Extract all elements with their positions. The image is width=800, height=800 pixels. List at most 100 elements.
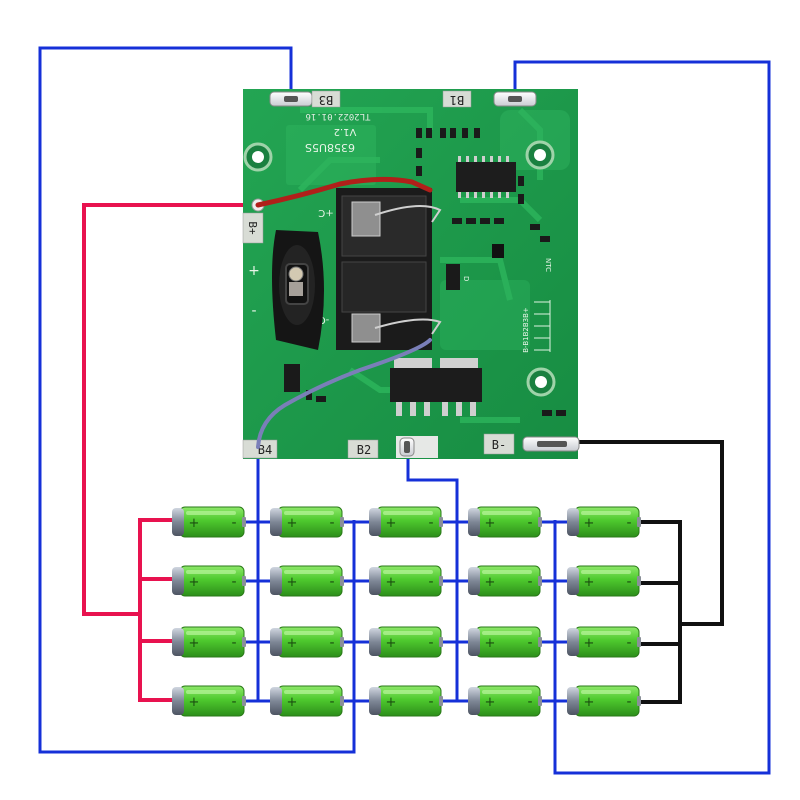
cell-highlight — [383, 690, 433, 694]
battery-cell: +- — [172, 506, 246, 538]
cell-terminal — [439, 576, 443, 586]
wire-black-bus — [640, 520, 682, 704]
cell-highlight — [383, 570, 433, 574]
row-links — [242, 520, 569, 703]
battery-cell: +- — [270, 626, 344, 658]
battery-cell: +- — [369, 565, 443, 597]
silk-minus: - — [251, 303, 256, 319]
cell-minus-sign: - — [231, 635, 236, 651]
cell-cap — [369, 508, 381, 536]
cell-cap — [468, 628, 480, 656]
silk-model: 6358U5S — [305, 141, 355, 154]
cell-terminal — [242, 696, 246, 706]
cell-highlight — [186, 631, 236, 635]
pad-b1-label: B1 — [450, 93, 464, 107]
smd-components — [284, 128, 566, 416]
cell-minus-sign: - — [527, 574, 532, 590]
cell-plus-sign: + — [386, 695, 397, 710]
cell-minus-sign: - — [527, 694, 532, 710]
battery-cells: +-+-+-+-+-+-+-+-+-+-+-+-+-+-+-+-+-+-+-+- — [172, 506, 641, 717]
cell-plus-sign: + — [485, 695, 496, 710]
cell-highlight — [284, 511, 334, 515]
battery-cell: +- — [172, 565, 246, 597]
cell-minus-sign: - — [626, 635, 631, 651]
cell-highlight — [482, 511, 532, 515]
silk-plus-c: +C — [318, 207, 333, 218]
cell-cap — [567, 567, 579, 595]
battery-cell: +- — [468, 626, 542, 658]
cell-terminal — [637, 637, 641, 647]
cell-highlight — [581, 570, 631, 574]
cell-minus-sign: - — [428, 635, 433, 651]
cell-terminal — [538, 517, 542, 527]
cell-minus-sign: - — [231, 515, 236, 531]
cell-highlight — [383, 631, 433, 635]
pad-b2-label: B2 — [357, 443, 371, 457]
cell-terminal — [340, 517, 344, 527]
cell-cap — [468, 567, 480, 595]
battery-cell: +- — [468, 506, 542, 538]
cell-terminal — [538, 637, 542, 647]
cell-cap — [567, 687, 579, 715]
pad-b-minus-label: B- — [492, 438, 506, 452]
cell-plus-sign: + — [287, 575, 298, 590]
mosfet-2 — [436, 358, 482, 416]
battery-cell: +- — [270, 685, 344, 717]
pad-b2: B2 — [347, 436, 438, 459]
cell-minus-sign: - — [428, 515, 433, 531]
cell-minus-sign: - — [329, 635, 334, 651]
cell-terminal — [439, 637, 443, 647]
cell-terminal — [637, 517, 641, 527]
cell-minus-sign: - — [626, 694, 631, 710]
cell-minus-sign: - — [428, 694, 433, 710]
silk-ntc: NTC — [544, 258, 552, 272]
pad-b4: B4 — [242, 439, 278, 459]
wire-red-bus — [138, 518, 172, 702]
cell-plus-sign: + — [189, 636, 200, 651]
cell-terminal — [242, 576, 246, 586]
silk-right-tick-marks — [534, 300, 551, 352]
cell-minus-sign: - — [231, 574, 236, 590]
cell-terminal — [340, 576, 344, 586]
silk-date: TL2022.01.16 — [305, 111, 370, 121]
cell-cap — [369, 567, 381, 595]
battery-cell: +- — [369, 506, 443, 538]
battery-cell: +- — [172, 626, 246, 658]
wire-b-minus — [577, 440, 724, 626]
silk-minus-c: -C — [319, 314, 330, 325]
cell-cap — [172, 687, 184, 715]
cell-terminal — [242, 517, 246, 527]
cell-terminal — [340, 637, 344, 647]
cell-plus-sign: + — [485, 636, 496, 651]
cell-highlight — [482, 690, 532, 694]
silk-version: V1.2 — [334, 126, 357, 137]
battery-connector — [336, 188, 442, 350]
cell-highlight — [482, 570, 532, 574]
cell-minus-sign: - — [626, 515, 631, 531]
cell-cap — [172, 628, 184, 656]
cell-cap — [369, 687, 381, 715]
wire-b1 — [513, 60, 771, 775]
cell-plus-sign: + — [287, 636, 298, 651]
wires-layer — [38, 46, 771, 775]
cell-plus-sign: + — [189, 516, 200, 531]
ic-chip — [456, 156, 516, 198]
cell-highlight — [186, 511, 236, 515]
cell-cap — [270, 628, 282, 656]
wire-b3 — [38, 46, 356, 754]
battery-cell: +- — [270, 565, 344, 597]
cell-plus-sign: + — [584, 695, 595, 710]
cell-plus-sign: + — [386, 636, 397, 651]
cell-terminal — [538, 696, 542, 706]
cell-terminal — [340, 696, 344, 706]
battery-cell: +- — [567, 626, 641, 658]
pcb-copper-zone-3 — [440, 280, 530, 350]
cell-highlight — [581, 631, 631, 635]
silk-plus: + — [248, 263, 260, 279]
cell-plus-sign: + — [386, 575, 397, 590]
cell-highlight — [284, 631, 334, 635]
cell-highlight — [581, 511, 631, 515]
cell-highlight — [186, 570, 236, 574]
cell-minus-sign: - — [428, 574, 433, 590]
